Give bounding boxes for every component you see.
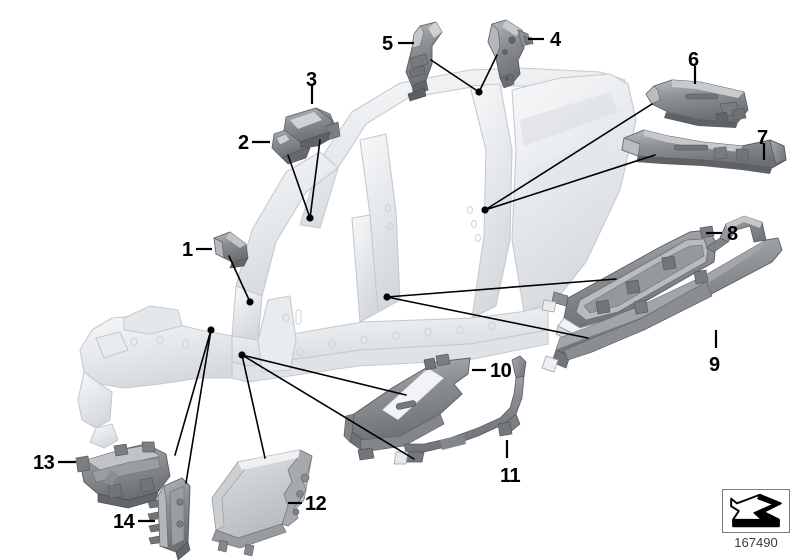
part-12-panel-wheelhouse-cover xyxy=(211,449,313,557)
anchor-dot-a-pillar-lower xyxy=(207,326,215,334)
part-3-bracket-roof-rail xyxy=(283,107,341,149)
callout-label-7: 7 xyxy=(757,127,768,149)
bmw-wedge-arrow-icon xyxy=(730,493,782,528)
anchor-dot-rocker-front xyxy=(383,293,391,301)
leader-line-2 xyxy=(287,154,311,219)
leader-line-5 xyxy=(430,59,480,93)
leader-line-1 xyxy=(228,255,251,303)
anchor-dot-sill-inner xyxy=(238,351,246,359)
part-11-rod-bent-brace xyxy=(393,355,527,465)
part-9-frame-sill-long xyxy=(541,215,783,373)
part-14-bracket-ribbed-post xyxy=(147,477,191,560)
diagram-icon-box xyxy=(722,489,790,533)
leader-line-9 xyxy=(386,296,589,339)
callout-label-9: 9 xyxy=(709,354,720,376)
label-dashes xyxy=(58,37,766,523)
part-4-bracket-b-pillar-upper xyxy=(487,19,534,89)
part-5-bracket-b-pillar-outer xyxy=(405,21,443,102)
callout-label-11: 11 xyxy=(500,465,521,487)
callout-label-3: 3 xyxy=(306,69,317,91)
callout-label-1: 1 xyxy=(182,239,193,261)
vehicle-body-frame xyxy=(77,67,637,449)
anchor-dot-b-pillar-top xyxy=(475,88,483,96)
part-10-panel-floor-shield xyxy=(343,353,471,461)
leader-line-6 xyxy=(484,103,653,211)
callout-label-12: 12 xyxy=(305,493,327,515)
callout-label-5: 5 xyxy=(382,33,393,55)
leader-line-7 xyxy=(484,154,656,211)
anchor-dot-front-pillar xyxy=(246,298,254,306)
anchor-dot-a-pillar-upper xyxy=(306,214,314,222)
body-holes xyxy=(130,204,496,357)
callout-label-4: 4 xyxy=(550,29,561,51)
leader-line-13 xyxy=(174,329,212,456)
part-1-bracket-a-pillar-small xyxy=(213,231,249,269)
callout-label-2: 2 xyxy=(238,132,249,154)
leader-line-4 xyxy=(478,54,498,93)
part-7-foam-pad-rocker-rear xyxy=(621,129,787,174)
part-13-bracket-floor-rail xyxy=(75,441,171,509)
callout-label-10: 10 xyxy=(490,360,512,382)
part-6-foam-pad-c-pillar xyxy=(645,79,749,128)
anchor-dots xyxy=(207,88,489,359)
leader-lines xyxy=(174,54,656,484)
callout-label-14: 14 xyxy=(113,511,135,533)
leader-line-12 xyxy=(241,354,266,459)
callout-label-13: 13 xyxy=(33,452,55,474)
leader-line-14 xyxy=(185,329,212,484)
anchor-dot-c-pillar-mid xyxy=(481,206,489,214)
callout-label-6: 6 xyxy=(688,49,699,71)
leader-line-11 xyxy=(241,354,415,460)
leader-line-10 xyxy=(241,354,407,396)
diagram-id-number: 167490 xyxy=(734,535,778,550)
callout-label-8: 8 xyxy=(727,223,738,245)
leader-line-3 xyxy=(309,139,321,219)
leader-line-8 xyxy=(386,278,617,298)
